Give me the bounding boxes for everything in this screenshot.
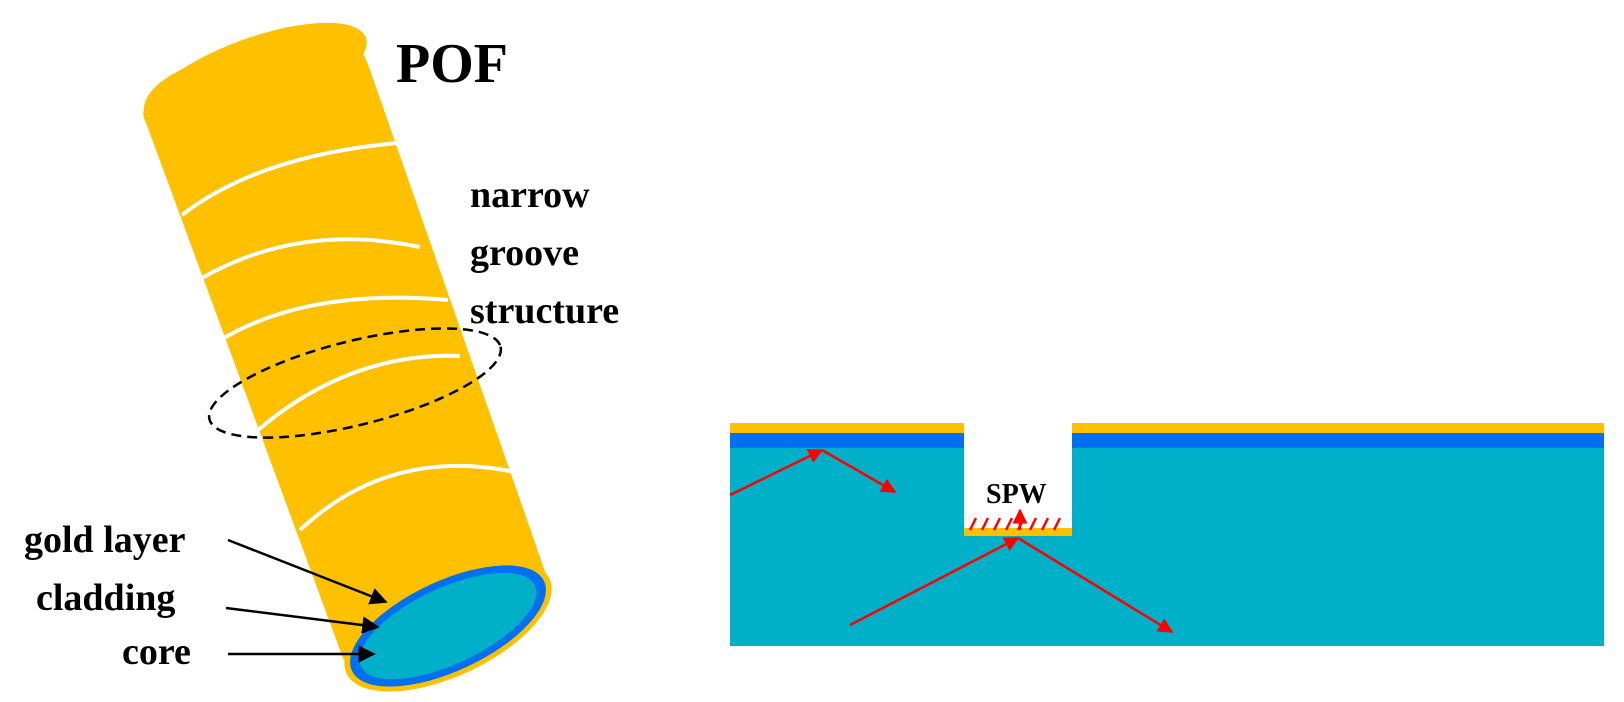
ray-incident-groove — [849, 536, 1020, 627]
core-label: core — [122, 631, 191, 673]
cladding-right — [1072, 433, 1604, 448]
cross-section-illustration: SPW — [729, 423, 1604, 646]
gold-pointer-arrow — [227, 538, 388, 605]
groove-label-line-2: groove — [470, 232, 579, 274]
layer-pointers — [225, 538, 388, 663]
groove-highlight-ellipse — [207, 327, 503, 439]
groove-line — [222, 295, 449, 340]
fiber-illustration: POF narrow groove structure gold layer c… — [24, 22, 619, 692]
gold-groove-bottom — [964, 528, 1072, 536]
fiber-body — [143, 30, 549, 678]
gold-left — [730, 423, 964, 433]
light-rays — [729, 448, 1174, 634]
groove-line — [256, 353, 461, 432]
core-region — [730, 448, 1604, 646]
cladding-pointer-arrow — [225, 606, 380, 634]
spw-hatch — [968, 517, 1062, 531]
ray-reflected-groove — [1017, 536, 1174, 634]
gold-layer-label: gold layer — [24, 519, 186, 561]
spw-label: SPW — [986, 479, 1047, 510]
fiber-top-end — [143, 22, 367, 134]
groove-lines — [180, 141, 516, 532]
fiber-end-face — [344, 560, 552, 692]
groove-line — [201, 237, 421, 280]
pof-title: POF — [396, 33, 508, 95]
core-face — [359, 572, 537, 680]
groove-label-line-1: narrow — [470, 174, 590, 216]
groove-label-line-3: structure — [470, 290, 619, 332]
gold-right — [1072, 423, 1604, 433]
cladding-label: cladding — [36, 577, 175, 619]
ray-reflected-left — [821, 448, 897, 494]
cladding-left — [730, 433, 964, 448]
ray-incident-left — [729, 448, 824, 497]
groove-line — [298, 463, 516, 532]
groove-line — [180, 141, 399, 217]
